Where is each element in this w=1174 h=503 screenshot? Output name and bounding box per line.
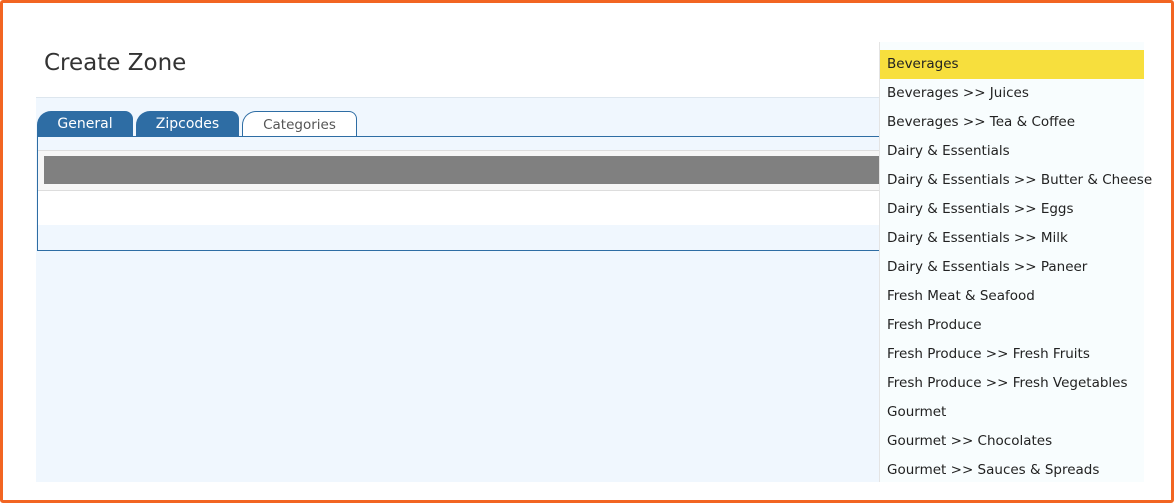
dropdown-option[interactable]: Dairy & Essentials >> Milk bbox=[887, 230, 1068, 246]
dropdown-option[interactable]: Dairy & Essentials >> Butter & Cheese bbox=[887, 172, 1153, 188]
dropdown-option[interactable]: Beverages bbox=[880, 50, 1144, 79]
tab-bar: General Zipcodes Categories bbox=[37, 111, 360, 137]
dropdown-option[interactable]: Gourmet bbox=[887, 404, 947, 420]
dropdown-option[interactable]: Beverages >> Tea & Coffee bbox=[887, 114, 1076, 130]
header-bar bbox=[44, 156, 880, 184]
dropdown-option[interactable]: Fresh Produce >> Fresh Vegetables bbox=[887, 375, 1128, 391]
toolbar-strip bbox=[38, 150, 880, 191]
tab-categories[interactable]: Categories bbox=[242, 111, 357, 137]
dropdown-option[interactable]: Fresh Produce >> Fresh Fruits bbox=[887, 346, 1090, 362]
dropdown-option[interactable]: Gourmet >> Chocolates bbox=[887, 433, 1053, 449]
dropdown-option[interactable]: Fresh Meat & Seafood bbox=[887, 288, 1035, 304]
page-title: Create Zone bbox=[44, 50, 187, 76]
dropdown-option[interactable]: Beverages >> Juices bbox=[887, 85, 1029, 101]
tab-panel bbox=[37, 136, 880, 251]
dropdown-option[interactable]: Fresh Produce bbox=[887, 317, 982, 333]
category-row[interactable] bbox=[38, 191, 880, 225]
dropdown-option[interactable]: Gourmet >> Sauces & Spreads bbox=[887, 462, 1100, 478]
tab-zipcodes[interactable]: Zipcodes bbox=[136, 111, 239, 137]
dropdown-option[interactable]: Dairy & Essentials bbox=[887, 143, 1010, 159]
tab-general[interactable]: General bbox=[37, 111, 133, 137]
dropdown-option[interactable]: Dairy & Essentials >> Paneer bbox=[887, 259, 1088, 275]
dropdown-option[interactable]: Dairy & Essentials >> Eggs bbox=[887, 201, 1074, 217]
